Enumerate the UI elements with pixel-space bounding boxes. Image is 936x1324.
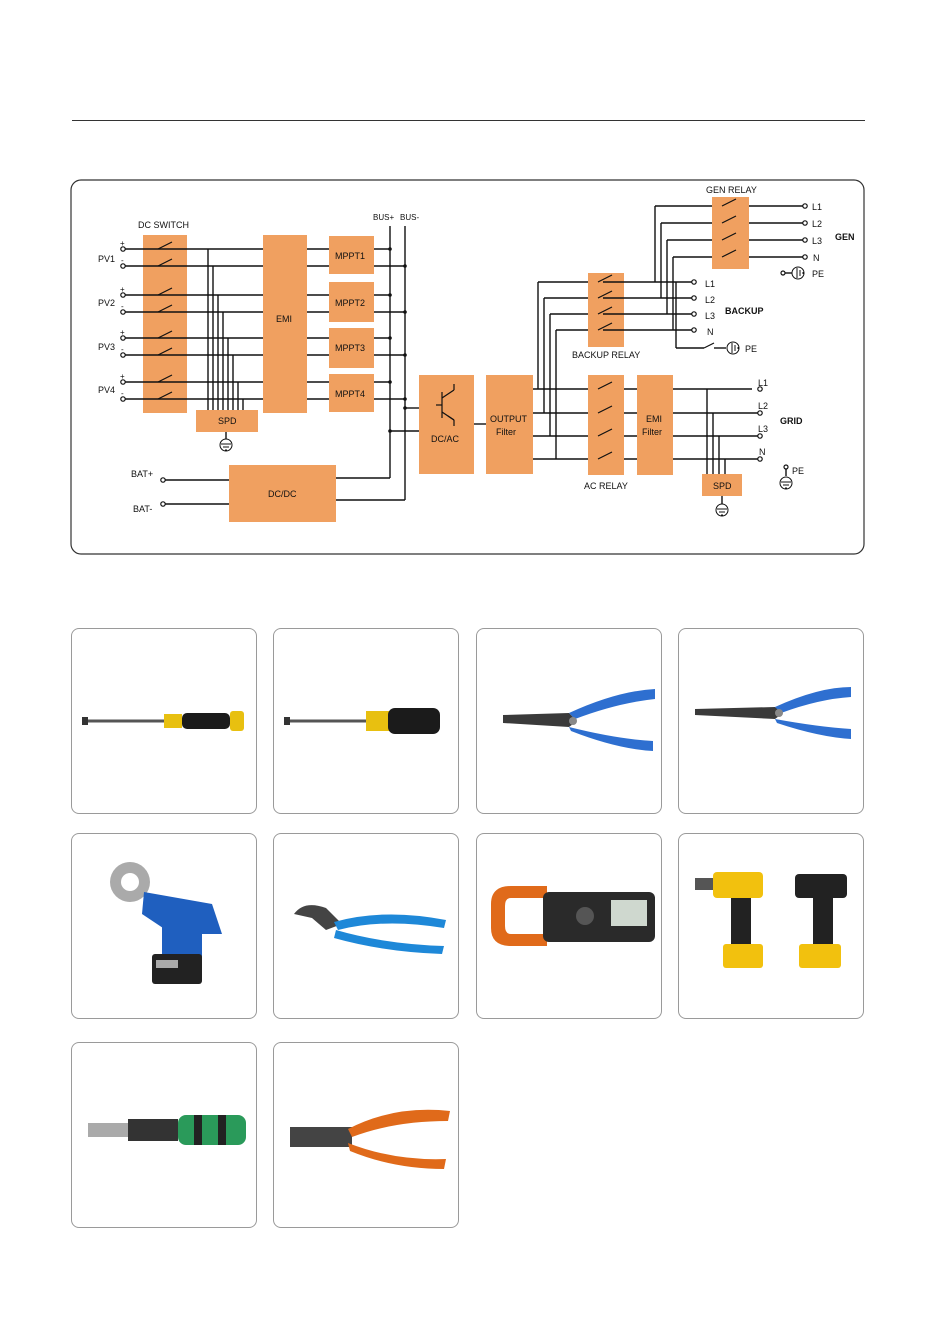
pv4-minus: - bbox=[121, 389, 124, 398]
torque-screwdriver-icon bbox=[72, 1043, 258, 1229]
grid-l2-label: L2 bbox=[758, 401, 768, 411]
gen-label: GEN bbox=[835, 232, 855, 242]
gen-relay-label: GEN RELAY bbox=[706, 185, 757, 195]
mppt3-label: MPPT3 bbox=[335, 343, 365, 353]
pv1-plus: + bbox=[120, 239, 125, 248]
gen-terminals bbox=[803, 204, 807, 259]
hydraulic-crimper-icon bbox=[72, 834, 258, 1020]
tool-card bbox=[71, 628, 257, 814]
output-filter-block bbox=[486, 375, 533, 474]
crimping-tool-icon bbox=[274, 1043, 460, 1229]
gen-relay-block bbox=[712, 197, 749, 269]
ground-icon bbox=[716, 504, 728, 516]
bat-plus-label: BAT+ bbox=[131, 469, 153, 479]
mppt2-label: MPPT2 bbox=[335, 298, 365, 308]
dc-switch-block bbox=[143, 235, 187, 413]
mppt4-label: MPPT4 bbox=[335, 389, 365, 399]
pv4-label: PV4 bbox=[98, 385, 115, 395]
wire-stripper-multitool-icon bbox=[679, 629, 865, 815]
wire-stripper-icon bbox=[477, 629, 663, 815]
grid-l3-label: L3 bbox=[758, 424, 768, 434]
pv2-label: PV2 bbox=[98, 298, 115, 308]
tongue-groove-pliers-icon bbox=[274, 834, 460, 1020]
dcac-label: DC/AC bbox=[431, 434, 460, 444]
bat-minus-terminal bbox=[161, 502, 165, 506]
dc-switch-label: DC SWITCH bbox=[138, 220, 189, 230]
gen-l3-label: L3 bbox=[812, 236, 822, 246]
tool-card bbox=[273, 1042, 459, 1228]
gen-pe-label: PE bbox=[812, 269, 824, 279]
backup-l1-label: L1 bbox=[705, 279, 715, 289]
cordless-drill-set-icon bbox=[679, 834, 865, 1020]
spd-grid-label: SPD bbox=[713, 481, 732, 491]
spd-dc-label: SPD bbox=[218, 416, 237, 426]
tool-card bbox=[273, 628, 459, 814]
tool-card bbox=[678, 628, 864, 814]
screwdriver-icon bbox=[274, 629, 460, 815]
tool-card bbox=[71, 1042, 257, 1228]
grid-n-label: N bbox=[759, 447, 766, 457]
tool-card bbox=[71, 833, 257, 1019]
ground-icon bbox=[792, 267, 804, 279]
gen-l2-label: L2 bbox=[812, 219, 822, 229]
emi-filter-label-2: Filter bbox=[642, 427, 662, 437]
pv4-plus: + bbox=[120, 372, 125, 381]
pv2-plus: + bbox=[120, 285, 125, 294]
pv1-label: PV1 bbox=[98, 254, 115, 264]
backup-l3-label: L3 bbox=[705, 311, 715, 321]
bus-plus-label: BUS+ bbox=[373, 213, 394, 222]
backup-l2-label: L2 bbox=[705, 295, 715, 305]
gen-n-label: N bbox=[813, 253, 820, 263]
tool-card bbox=[273, 833, 459, 1019]
ground-icon bbox=[220, 439, 232, 451]
gen-l1-label: L1 bbox=[812, 202, 822, 212]
system-block-diagram: .w { stroke: #111; stroke-width: 1.4; fi… bbox=[0, 0, 936, 600]
pv3-plus: + bbox=[120, 328, 125, 337]
ground-icon bbox=[780, 477, 792, 489]
pv2-minus: - bbox=[121, 302, 124, 311]
grid-spd-taps bbox=[707, 389, 725, 474]
backup-terminals bbox=[692, 280, 696, 332]
tool-card bbox=[678, 833, 864, 1019]
ac-relay-label: AC RELAY bbox=[584, 481, 628, 491]
tool-card bbox=[476, 833, 662, 1019]
backup-relay-label: BACKUP RELAY bbox=[572, 350, 640, 360]
grid-label: GRID bbox=[780, 416, 803, 426]
emi-filter-block bbox=[637, 375, 673, 475]
clamp-meter-icon bbox=[477, 834, 663, 1020]
pv3-label: PV3 bbox=[98, 342, 115, 352]
spd-taps bbox=[208, 249, 243, 410]
emi-block bbox=[263, 235, 307, 413]
backup-n-label: N bbox=[707, 327, 714, 337]
grid-l1-label: L1 bbox=[758, 378, 768, 388]
output-filter-label-1: OUTPUT bbox=[490, 414, 528, 424]
tool-card bbox=[476, 628, 662, 814]
dcac-block bbox=[419, 375, 474, 474]
bus-junctions bbox=[388, 247, 407, 433]
backup-risers bbox=[538, 282, 556, 459]
output-filter-label-2: Filter bbox=[496, 427, 516, 437]
emi-filter-label-1: EMI bbox=[646, 414, 662, 424]
precision-screwdriver-icon bbox=[72, 629, 258, 815]
ground-icon bbox=[727, 342, 739, 354]
grid-pe-label: PE bbox=[792, 466, 804, 476]
backup-label: BACKUP bbox=[725, 306, 764, 316]
bat-minus-label: BAT- bbox=[133, 504, 152, 514]
emi-label: EMI bbox=[276, 314, 292, 324]
bat-plus-terminal bbox=[161, 478, 165, 482]
pv3-minus: - bbox=[121, 345, 124, 354]
ac-relay-block bbox=[588, 375, 624, 475]
backup-pe-label: PE bbox=[745, 344, 757, 354]
mppt1-label: MPPT1 bbox=[335, 251, 365, 261]
pv1-minus: - bbox=[121, 256, 124, 265]
bus-minus-label: BUS- bbox=[400, 213, 419, 222]
dcdc-label: DC/DC bbox=[268, 489, 297, 499]
gen-risers bbox=[655, 206, 673, 330]
